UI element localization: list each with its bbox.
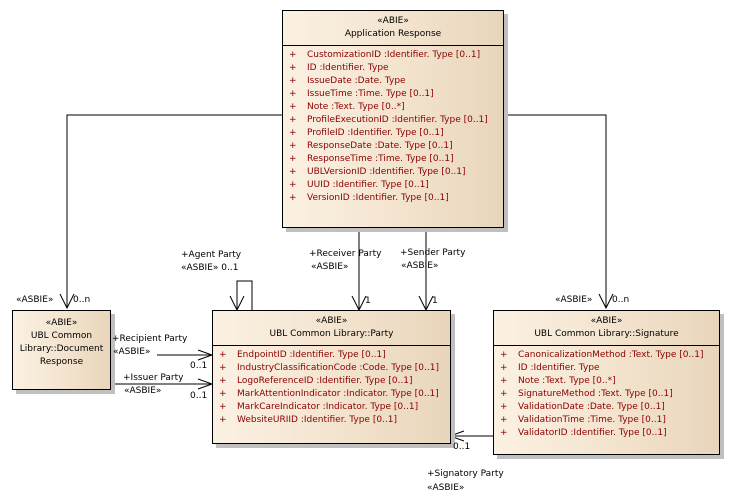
signatory-party-stereotype-label: «ASBIE» [427, 483, 465, 493]
attribute-row[interactable]: +IssueTime :Time. Type [0..1] [289, 89, 434, 99]
attribute-row[interactable]: +ResponseTime :Time. Type [0..1] [289, 154, 454, 164]
attribute-row[interactable]: +MarkCareIndicator :Indicator. Type [0..… [219, 402, 419, 412]
attribute-text: MarkCareIndicator :Indicator. Type [0..1… [237, 402, 419, 412]
arrowhead-signature [598, 293, 614, 310]
attribute-row[interactable]: +ValidationTime :Time. Type [0..1] [500, 415, 666, 425]
class-name-line: Response [39, 357, 84, 367]
attribute-text: LogoReferenceID :Identifier. Type [0..1] [237, 376, 413, 386]
attribute-text: Note :Text. Type [0..*] [518, 376, 616, 386]
receiver-party-stereotype-label: «ASBIE» [311, 262, 349, 272]
attribute-row[interactable]: +CustomizationID :Identifier. Type [0..1… [289, 50, 481, 60]
attribute-text: SignatureMethod :Text. Type [0..1] [518, 389, 673, 399]
attribute-row[interactable]: +Note :Text. Type [0..*] [500, 376, 616, 386]
attribute-row[interactable]: +MarkAttentionIndicator :Indicator. Type… [219, 389, 439, 399]
attribute-row[interactable]: +WebsiteURIID :Identifier. Type [0..1] [219, 415, 398, 425]
attribute-text: EndpointID :Identifier. Type [0..1] [237, 350, 386, 360]
attribute-text: IssueDate :Date. Type [307, 76, 406, 86]
attribute-row[interactable]: +VersionID :Identifier. Type [0..1] [289, 193, 449, 203]
attribute-text: CustomizationID :Identifier. Type [0..1] [307, 50, 481, 60]
class-name: UBL Common Library::Party [269, 329, 394, 339]
doc-response-stereotype-label: «ASBIE» [16, 295, 54, 305]
attribute-row[interactable]: +SignatureMethod :Text. Type [0..1] [500, 389, 673, 399]
attribute-text: ResponseTime :Time. Type [0..1] [307, 154, 454, 164]
attribute-text: WebsiteURIID :Identifier. Type [0..1] [237, 415, 398, 425]
class-stereotype: «ABIE» [377, 16, 409, 26]
class-name-line: UBL Common [30, 331, 93, 341]
class-document-response[interactable]: «ABIE» UBL Common Library::Document Resp… [12, 310, 111, 390]
agent-party-role-label: +Agent Party [181, 250, 242, 260]
attribute-text: ID :Identifier. Type [518, 363, 600, 373]
issuer-party-stereotype-label: «ASBIE» [124, 386, 162, 396]
assoc-line-agent-party[interactable] [236, 280, 253, 310]
attribute-list: +CanonicalizationMethod :Text. Type [0..… [494, 346, 719, 440]
attribute-row[interactable]: +ValidationDate :Date. Type [0..1] [500, 402, 665, 412]
attribute-text: ValidationTime :Time. Type [0..1] [518, 415, 666, 425]
attribute-row[interactable]: +IndustryClassificationCode :Code. Type … [219, 363, 439, 373]
attribute-list: +CustomizationID :Identifier. Type [0..1… [283, 46, 503, 205]
attribute-text: MarkAttentionIndicator :Indicator. Type … [237, 389, 439, 399]
attribute-row[interactable]: +UUID :Identifier. Type [0..1] [289, 180, 429, 190]
attribute-row[interactable]: +LogoReferenceID :Identifier. Type [0..1… [219, 376, 413, 386]
issuer-party-multiplicity-label: 0..1 [190, 391, 208, 401]
attribute-list: +EndpointID :Identifier. Type [0..1] +In… [213, 346, 450, 427]
attribute-row[interactable]: +ProfileExecutionID :Identifier. Type [0… [289, 115, 488, 125]
attribute-text: UUID :Identifier. Type [0..1] [307, 180, 429, 190]
class-name: Application Response [344, 29, 442, 39]
receiver-party-role-label: +Receiver Party [309, 249, 382, 259]
class-application-response[interactable]: «ABIE» Application Response +Customizati… [282, 10, 504, 228]
attribute-text: UBLVersionID :Identifier. Type [0..1] [307, 167, 466, 177]
class-signature[interactable]: «ABIE» UBL Common Library::Signature +Ca… [493, 310, 720, 455]
class-header: «ABIE» UBL Common Library::Document Resp… [13, 311, 110, 373]
recipient-party-role-label: +Recipient Party [112, 334, 188, 344]
attribute-row[interactable]: +CanonicalizationMethod :Text. Type [0..… [500, 350, 704, 360]
attribute-text: CanonicalizationMethod :Text. Type [0..1… [518, 350, 704, 360]
attribute-row[interactable]: +IssueDate :Date. Type [289, 76, 406, 86]
class-stereotype: «ABIE» [590, 316, 623, 326]
class-header: «ABIE» Application Response [283, 11, 503, 46]
agent-party-stereotype-label: «ASBIE» 0..1 [181, 263, 239, 273]
attribute-row[interactable]: +ID :Identifier. Type [289, 63, 389, 73]
attribute-text: ProfileExecutionID :Identifier. Type [0.… [307, 115, 488, 125]
assoc-line-document-response[interactable] [66, 114, 282, 308]
class-header: «ABIE» UBL Common Library::Party [213, 311, 450, 346]
class-header: «ABIE» UBL Common Library::Signature [494, 311, 719, 346]
signature-multiplicity-label: 0..n [612, 295, 630, 305]
signature-stereotype-label: «ASBIE» [555, 295, 593, 305]
arrowhead-document-response [59, 293, 75, 310]
signatory-party-role-label: +Signatory Party [427, 469, 504, 479]
class-stereotype: «ABIE» [45, 318, 78, 328]
sender-party-multiplicity-label: 1 [432, 296, 438, 306]
class-name: UBL Common Library::Signature [534, 329, 679, 339]
attribute-row[interactable]: +ValidatorID :Identifier. Type [0..1] [500, 428, 667, 438]
attribute-text: Note :Text. Type [0..*] [307, 102, 405, 112]
attribute-row[interactable]: +Note :Text. Type [0..*] [289, 102, 405, 112]
class-name-line: Library::Document [19, 344, 104, 354]
attribute-text: IndustryClassificationCode :Code. Type [… [237, 363, 439, 373]
attribute-row[interactable]: +ID :Identifier. Type [500, 363, 600, 373]
attribute-row[interactable]: +EndpointID :Identifier. Type [0..1] [219, 350, 386, 360]
attribute-text: ResponseDate :Date. Type [0..1] [307, 141, 453, 151]
attribute-row[interactable]: +UBLVersionID :Identifier. Type [0..1] [289, 167, 466, 177]
signatory-party-multiplicity-label: 0..1 [453, 442, 471, 452]
recipient-party-stereotype-label: «ASBIE» [113, 347, 151, 357]
class-stereotype: «ABIE» [315, 316, 348, 326]
doc-response-multiplicity-label: 0..n [73, 295, 91, 305]
attribute-text: ProfileID :Identifier. Type [0..1] [307, 128, 444, 138]
attribute-text: ValidationDate :Date. Type [0..1] [518, 402, 665, 412]
attribute-text: IssueTime :Time. Type [0..1] [307, 89, 434, 99]
class-party[interactable]: «ABIE» UBL Common Library::Party +Endpoi… [212, 310, 451, 444]
assoc-line-signature[interactable] [503, 114, 607, 308]
attribute-text: VersionID :Identifier. Type [0..1] [307, 193, 449, 203]
attribute-row[interactable]: +ProfileID :Identifier. Type [0..1] [289, 128, 444, 138]
attribute-text: ID :Identifier. Type [307, 63, 389, 73]
attribute-row[interactable]: +ResponseDate :Date. Type [0..1] [289, 141, 453, 151]
sender-party-stereotype-label: «ASBIE» [401, 261, 439, 271]
recipient-party-multiplicity-label: 0..1 [190, 361, 208, 371]
attribute-text: ValidatorID :Identifier. Type [0..1] [518, 428, 667, 438]
issuer-party-role-label: +Issuer Party [123, 373, 184, 383]
sender-party-role-label: +Sender Party [400, 248, 466, 258]
receiver-party-multiplicity-label: 1 [365, 296, 371, 306]
